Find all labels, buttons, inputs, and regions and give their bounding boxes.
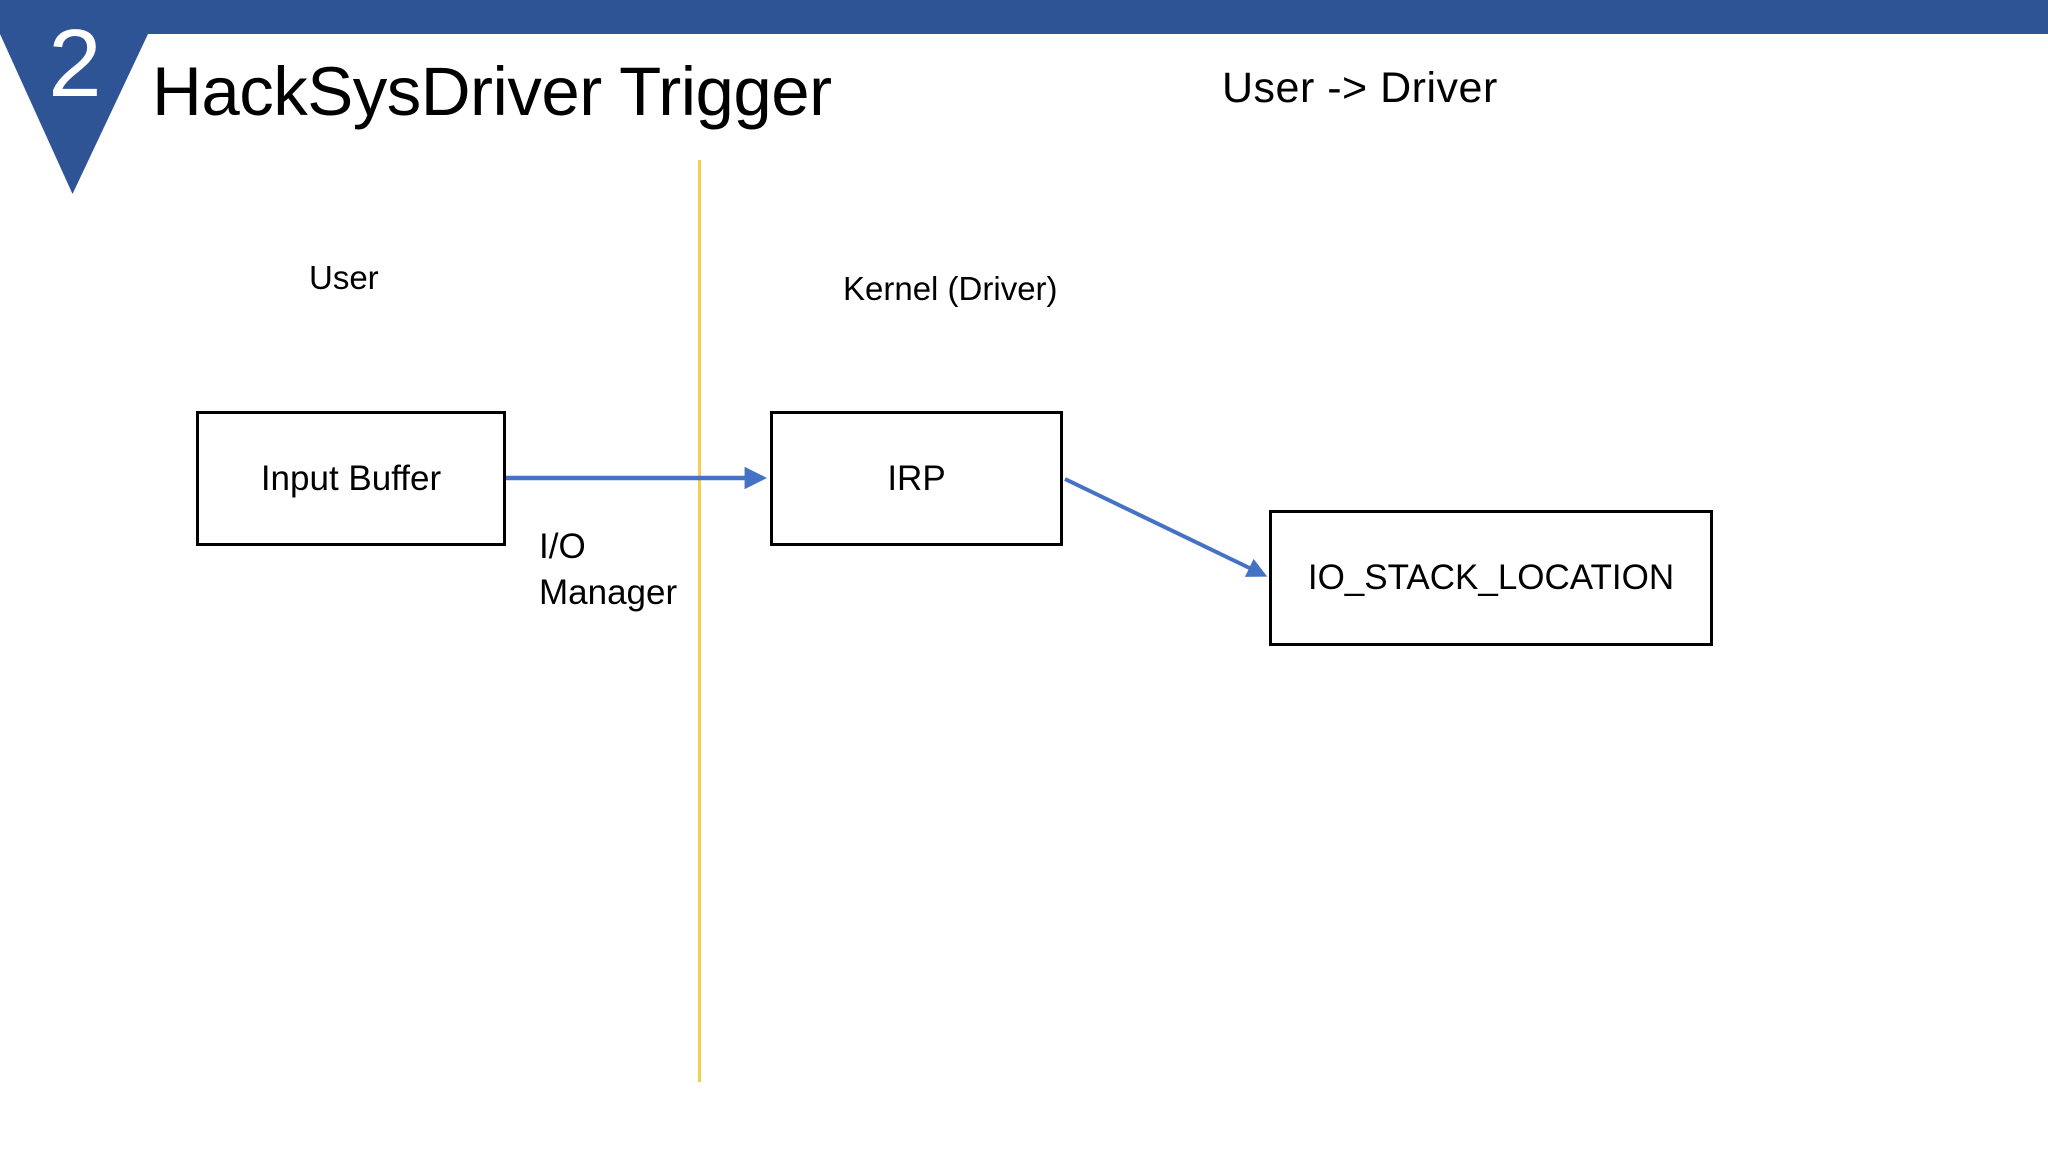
slide-subtitle: User -> Driver — [1222, 64, 1498, 112]
node-irp[interactable]: IRP — [770, 411, 1063, 546]
node-irp-label: IRP — [887, 458, 946, 498]
arrow-irp-to-io-stack-location — [1064, 477, 1268, 577]
page-title: HackSysDriver Trigger — [152, 53, 832, 130]
user-kernel-boundary-divider — [698, 160, 701, 1082]
slide-number-label: 2 — [48, 10, 101, 117]
node-input-buffer-label: Input Buffer — [260, 458, 442, 498]
node-io-stack-location[interactable]: IO_STACK_LOCATION — [1269, 510, 1713, 646]
node-input-buffer[interactable]: Input Buffer — [196, 411, 506, 546]
header-accent-bar — [0, 0, 2048, 34]
zone-label-kernel: Kernel (Driver) — [843, 270, 1058, 307]
edge-label-io-manager: I/O Manager — [539, 527, 678, 612]
zone-label-user: User — [309, 259, 379, 296]
node-io-stack-location-label: IO_STACK_LOCATION — [1307, 558, 1675, 597]
